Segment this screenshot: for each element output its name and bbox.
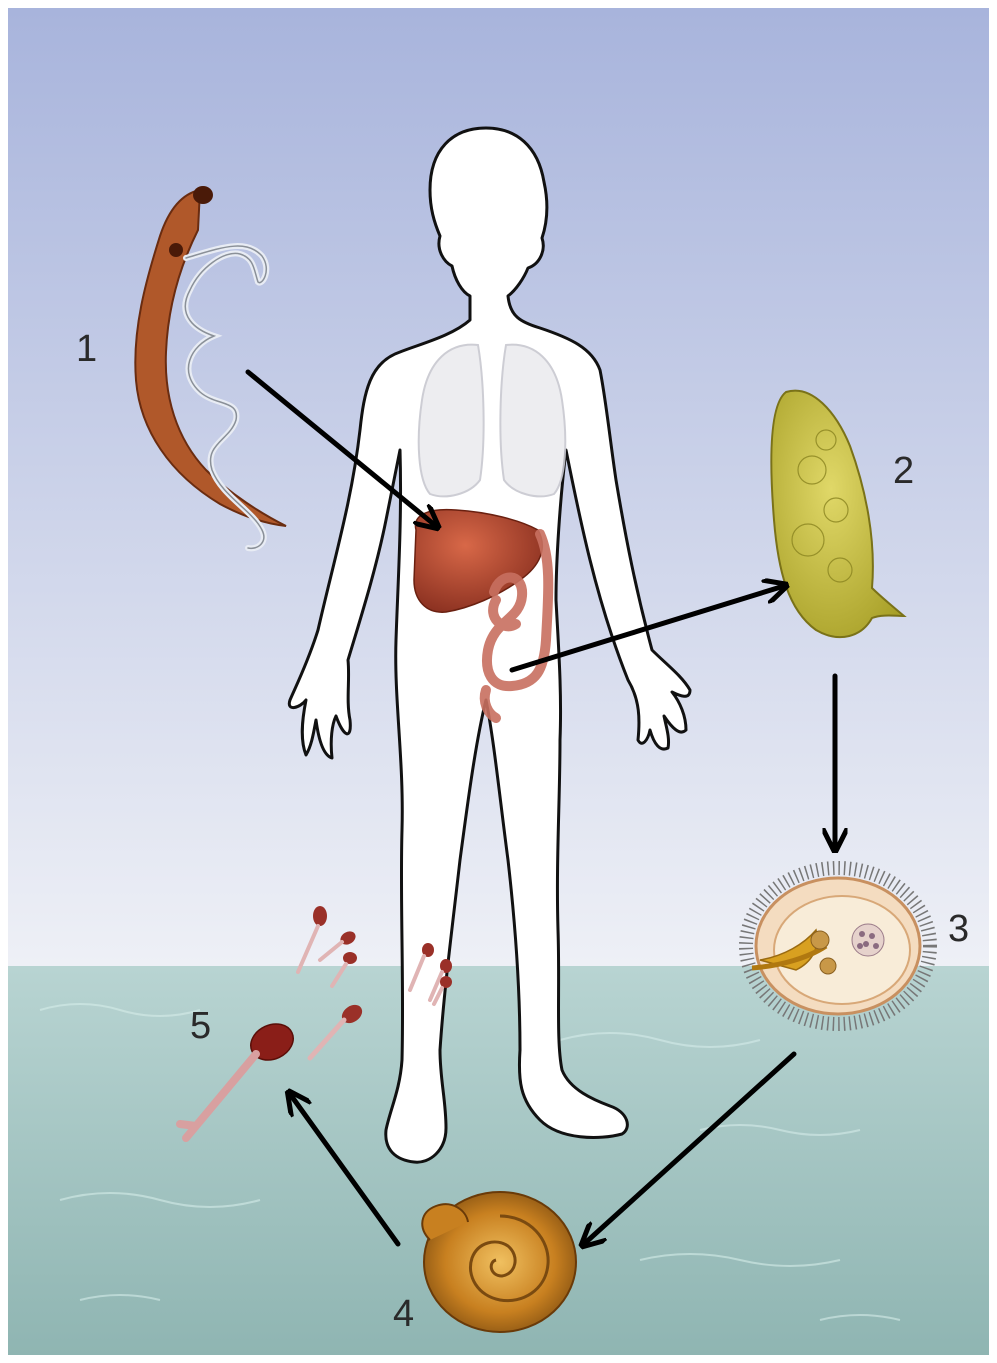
snail-icon <box>422 1192 576 1332</box>
stage-label-4: 4 <box>393 1295 414 1333</box>
stage-label-2: 2 <box>893 452 914 490</box>
stage-label-3: 3 <box>948 910 969 948</box>
stage-label-5: 5 <box>190 1007 211 1045</box>
stage-label-1: 1 <box>76 330 97 368</box>
